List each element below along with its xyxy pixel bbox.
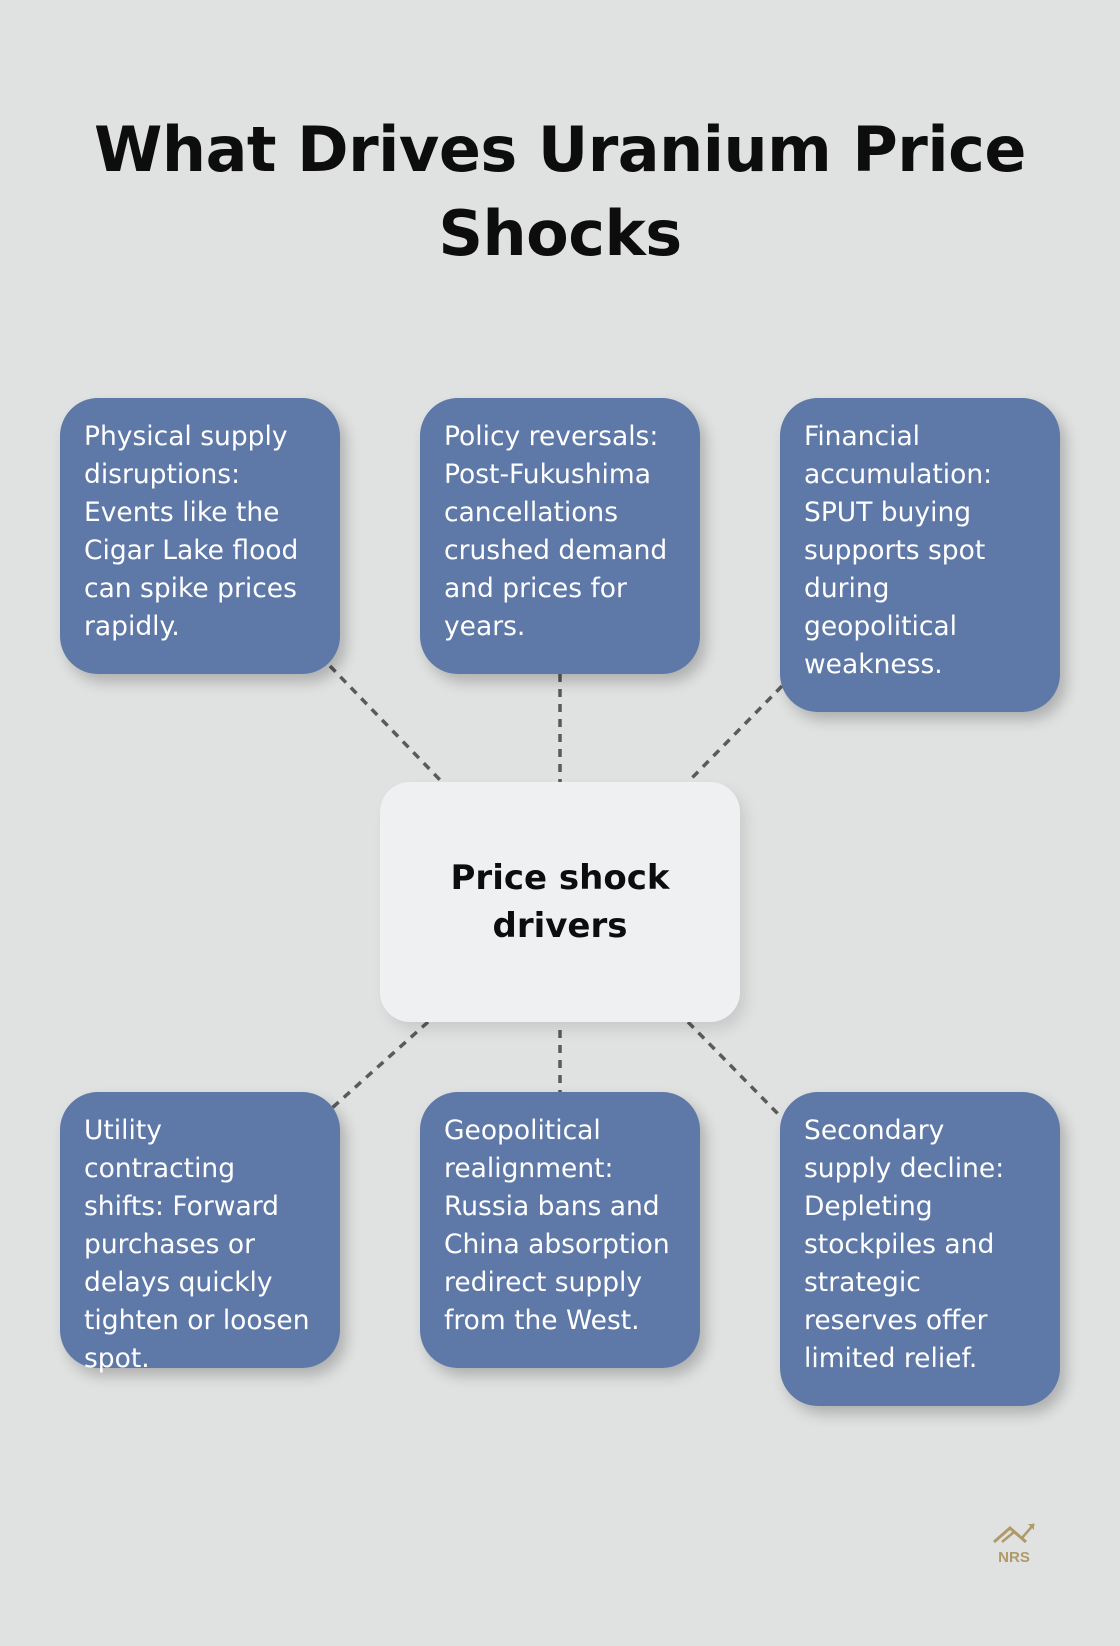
connector-top-left [328, 664, 444, 784]
connector-bottom-right [686, 1020, 784, 1120]
logo-text: NRS [998, 1549, 1030, 1566]
page-title: What Drives Uranium Price Shocks [94, 113, 1026, 270]
driver-card-policy-reversals: Policy reversals: Post-Fukushima cancell… [420, 398, 700, 674]
house-chart-logo-icon: NRS [993, 1523, 1035, 1566]
center-node: Price shock drivers [380, 782, 740, 1022]
driver-card-text: Secondary supply decline: Depleting stoc… [804, 1115, 1005, 1374]
center-node-label: Price shock drivers [450, 858, 670, 946]
driver-card-text: Policy reversals: Post-Fukushima cancell… [444, 421, 668, 642]
driver-card-text: Physical supply disruptions: Events like… [84, 421, 299, 642]
driver-card-utility-contracting: Utility contracting shifts: Forward purc… [60, 1092, 340, 1374]
driver-card-financial-accumulation: Financial accumulation: SPUT buying supp… [780, 398, 1060, 712]
driver-card-text: Geopolitical realignment: Russia bans an… [444, 1115, 670, 1336]
driver-card-text: Financial accumulation: SPUT buying supp… [804, 421, 993, 680]
driver-card-text: Utility contracting shifts: Forward purc… [84, 1115, 310, 1374]
driver-card-physical-supply: Physical supply disruptions: Events like… [60, 398, 340, 674]
connector-top-right [686, 684, 784, 784]
driver-card-geopolitical-realignment: Geopolitical realignment: Russia bans an… [420, 1092, 700, 1368]
connector-bottom-left [330, 1020, 430, 1110]
driver-card-secondary-supply: Secondary supply decline: Depleting stoc… [780, 1092, 1060, 1406]
